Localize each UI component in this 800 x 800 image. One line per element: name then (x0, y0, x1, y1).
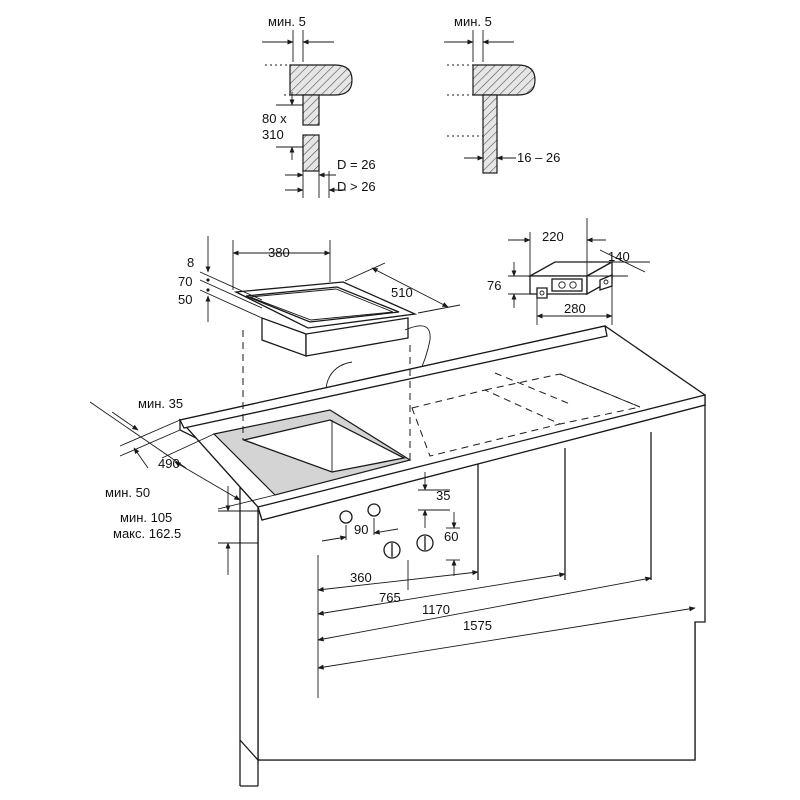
worktop-min-105-label: мин. 105 (120, 510, 172, 525)
detail-left-section (262, 30, 353, 198)
detail-right-section (444, 30, 536, 174)
box-terminal-block (551, 278, 583, 292)
left-cutout-label-2: 310 (262, 127, 284, 142)
right-min-gap-label: мин. 5 (454, 14, 492, 29)
connection-box (508, 218, 650, 325)
box-depth-label: 140 (608, 249, 630, 264)
cutout-inner-wall (241, 419, 406, 473)
right-panel-section (482, 94, 498, 174)
hob-dim-50-label: 50 (178, 292, 192, 307)
width-360-label: 360 (350, 570, 372, 585)
hob-width-label: 380 (268, 245, 290, 260)
left-upper-panel-section (302, 94, 320, 126)
left-worktop-section (289, 64, 353, 96)
box-height-label: 76 (487, 278, 501, 293)
hob-depth-label: 510 (391, 285, 413, 300)
hob-glass (245, 286, 400, 323)
knob-dim-90-label: 90 (354, 522, 368, 537)
knob-upper-left (339, 510, 353, 524)
left-lower-panel-section (302, 134, 320, 172)
width-1170-label: 1170 (422, 602, 450, 617)
hob-housing-front (305, 317, 409, 357)
left-d-equal-label: D = 26 (337, 157, 376, 172)
worktop-front-edge (257, 394, 706, 521)
hob-dim-8-label: 8 (187, 255, 194, 270)
worktop-max-162-label: макс. 162.5 (113, 526, 181, 541)
backsplash (179, 325, 608, 429)
left-d-greater-label: D > 26 (337, 179, 376, 194)
worktop-min-50-label: мин. 50 (105, 485, 150, 500)
width-765-label: 765 (379, 590, 401, 605)
kitchen-cabinet (178, 325, 706, 787)
left-min-gap-label: мин. 5 (268, 14, 306, 29)
left-cutout-label-1: 80 x (262, 111, 287, 126)
knob-dim-35-label: 35 (436, 488, 450, 503)
knob-dim-60-label: 60 (444, 529, 458, 544)
width-1575-label: 1575 (463, 618, 492, 633)
box-width-label: 220 (542, 229, 564, 244)
box-length-label: 280 (564, 301, 586, 316)
hob-unit (233, 281, 431, 398)
worktop-min-35-label: мин. 35 (138, 396, 183, 411)
right-thickness-label: 16 – 26 (517, 150, 560, 165)
knob-upper-right (367, 503, 381, 517)
box-left-flange (536, 287, 548, 299)
hob-dim-70-label: 70 (178, 274, 192, 289)
worktop-depth-490-label: 490 (158, 456, 180, 471)
right-worktop-section (472, 64, 536, 96)
control-knobs (339, 503, 434, 559)
